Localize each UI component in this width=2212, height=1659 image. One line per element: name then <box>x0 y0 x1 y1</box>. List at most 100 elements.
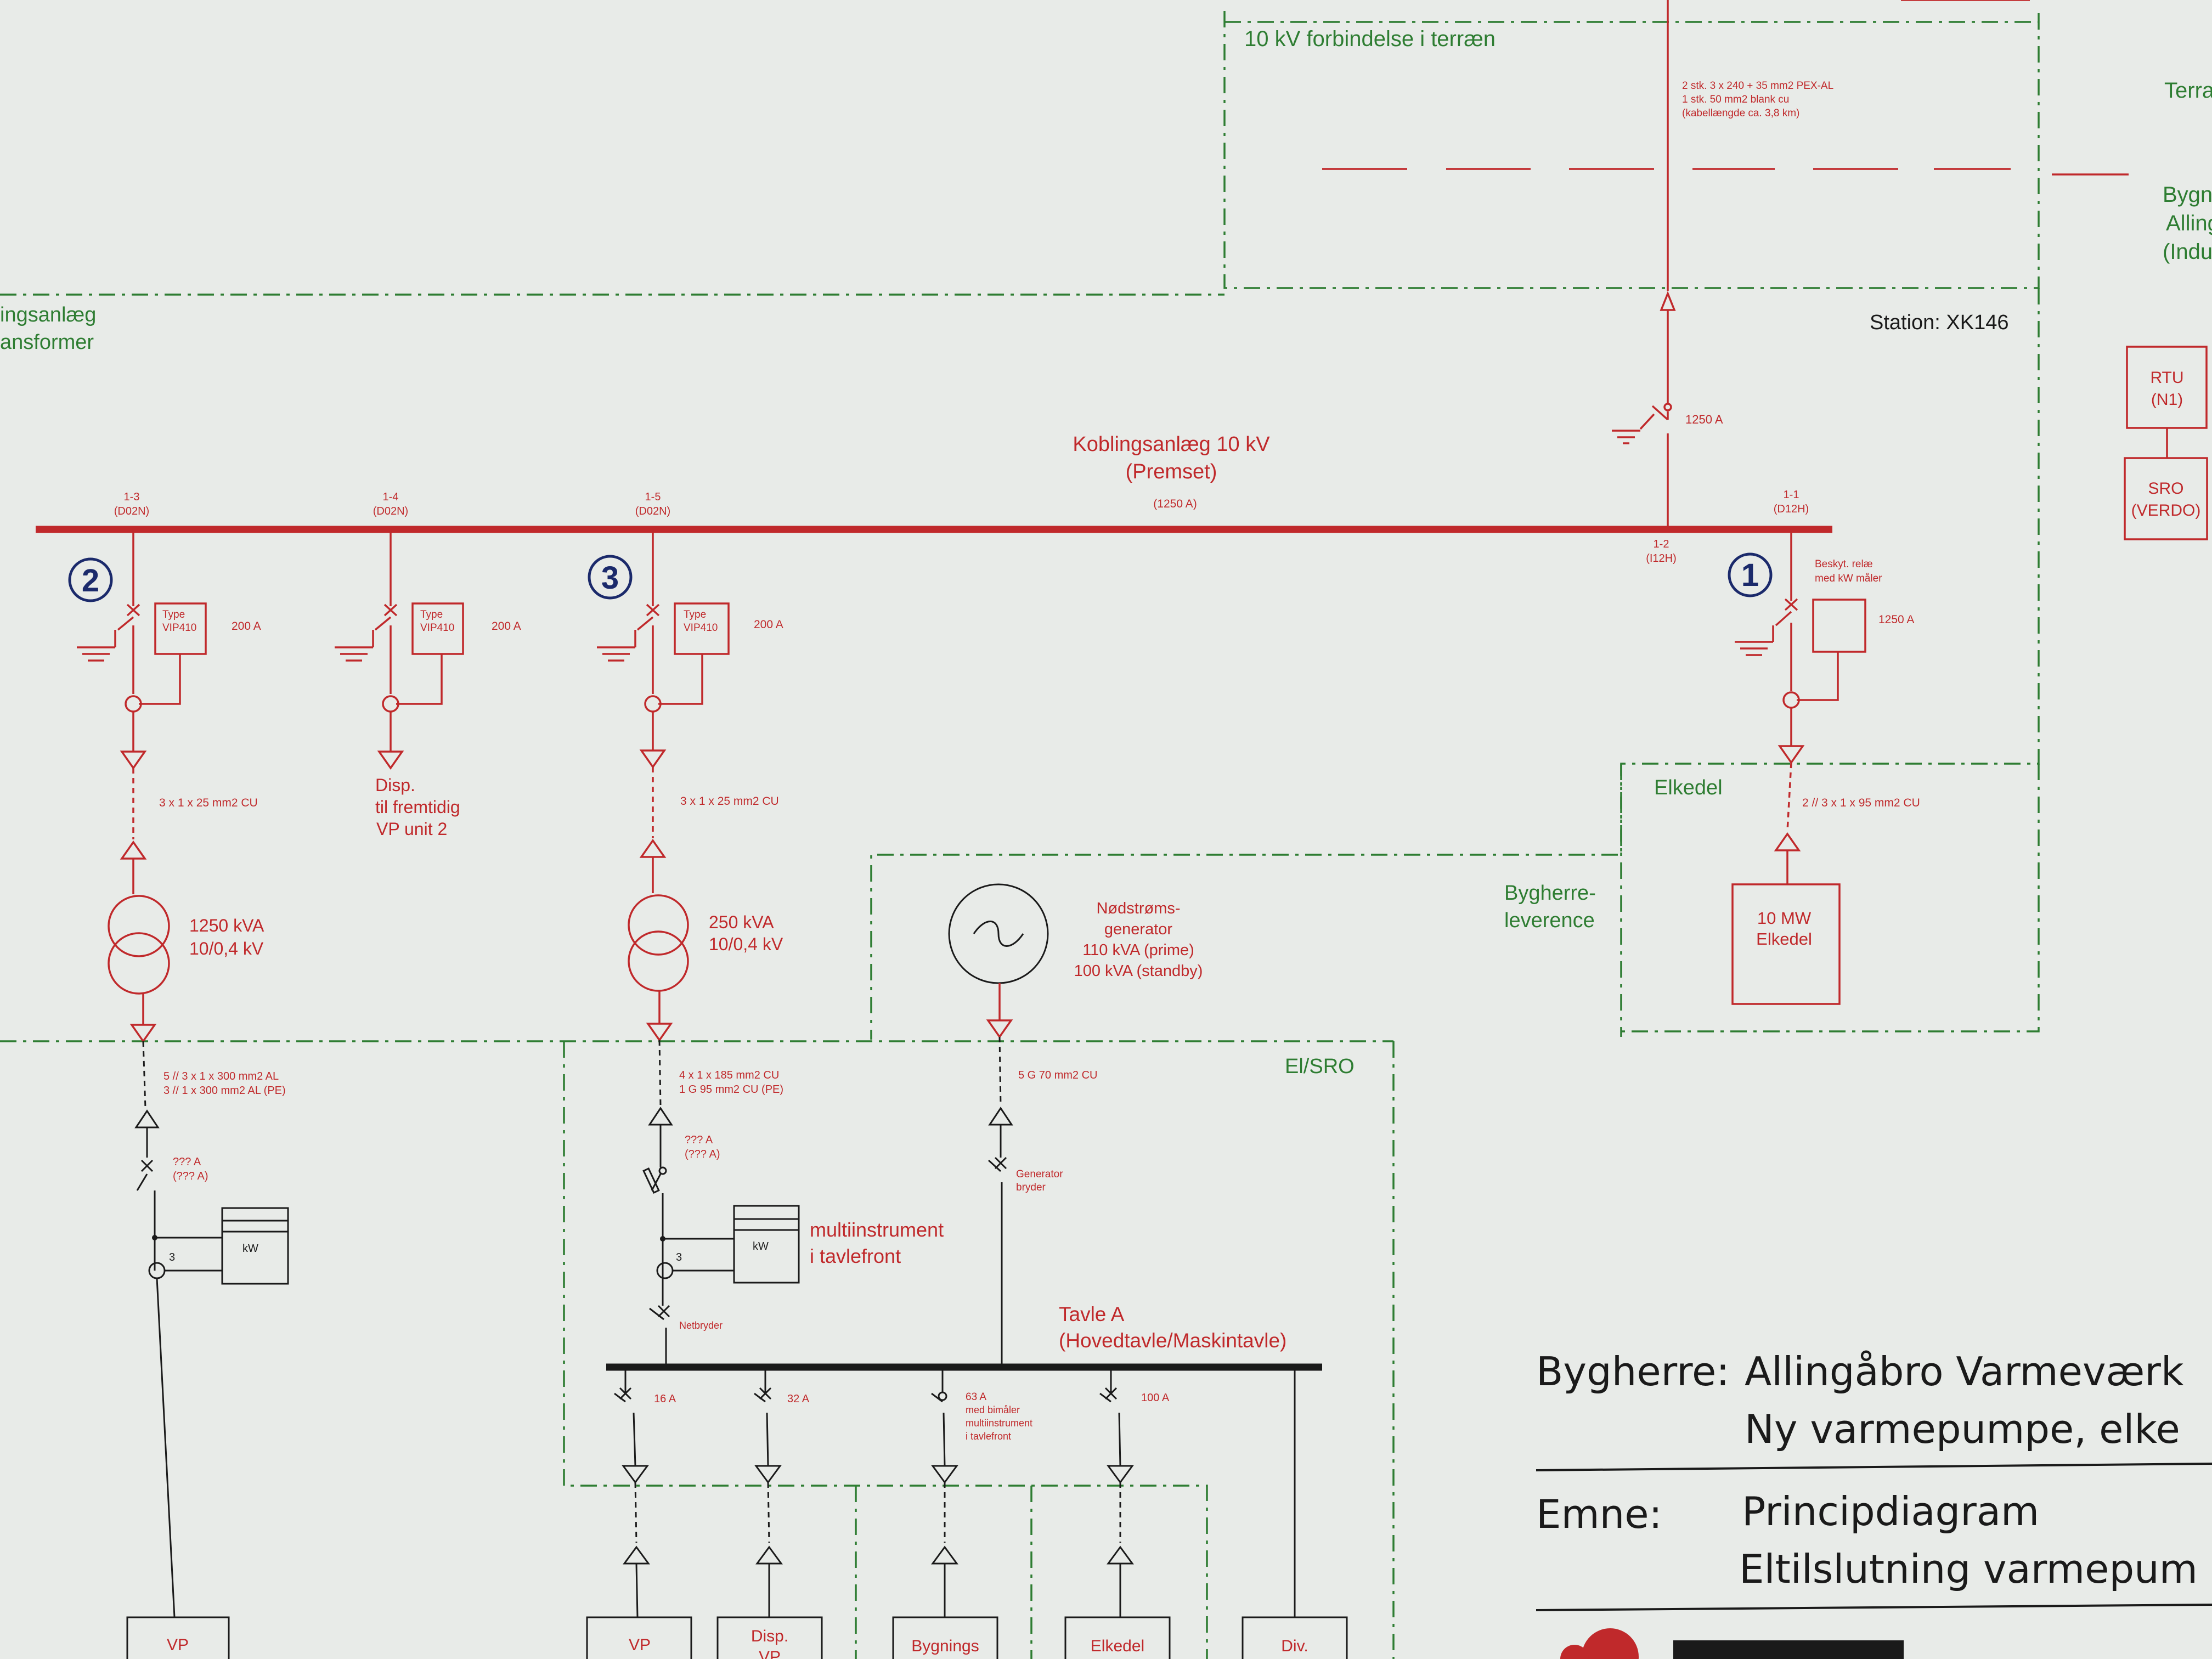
rtu-line-1: RTU <box>2150 369 2183 387</box>
tavle-a-subtitle: (Hovedtavle/Maskintavle) <box>1059 1329 1286 1352</box>
zone-koblingsanlaeg-line-1: ingsanlæg <box>0 303 96 326</box>
feeder-1-3-transformer-ratio: 10/0,4 kV <box>189 939 264 958</box>
feeder-1-1-relay-note-line-2: med kW måler <box>1815 573 1882 584</box>
titleblock-bygherre-value: Allingåbro Varmeværk <box>1745 1348 2184 1395</box>
incoming-rating: 1250 A <box>1685 413 1723 426</box>
outgoing-2-rating: 32 A <box>787 1393 810 1405</box>
feeder-1-3-meter-n: 3 <box>169 1251 175 1263</box>
feeder-1-4-relay-line-1: Type <box>420 609 443 620</box>
feeder-1-5-transformer-rating: 250 kVA <box>709 912 774 932</box>
generator <box>948 883 1049 1366</box>
feeder-1-4-type: (D02N) <box>373 505 408 517</box>
load-vp-1: VP <box>167 1636 189 1654</box>
outgoing-4-rating: 100 A <box>1141 1392 1170 1404</box>
feeder-1-5-transformer-ratio: 10/0,4 kV <box>709 934 783 954</box>
zone-elsro-label: El/SRO <box>1285 1055 1355 1078</box>
feeder-1-3 <box>77 529 289 1659</box>
zone-bygherre-line-1: Bygherre- <box>1504 882 1596 905</box>
generator-label-line-2: generator <box>1104 921 1172 938</box>
cable-terrain-line-2: 1 stk. 50 mm2 blank cu <box>1682 94 1789 105</box>
zone-terrain-label: Terra <box>2164 78 2212 103</box>
feeder-1-3-relay-line-1: Type <box>162 609 185 620</box>
feeder-1-1-relay-note-line-1: Beskyt. relæ <box>1815 558 1873 570</box>
multiinstrument-line-1: multiinstrument <box>810 1218 944 1241</box>
feeder-1-3-transformer-rating: 1250 kVA <box>189 916 264 935</box>
zone-elkedel-label: Elkedel <box>1654 776 1723 799</box>
labels: 10 kV forbindelse i terræn Terra Bygn Al… <box>0 27 2212 1659</box>
zone-bygherre-line-2: leverence <box>1504 909 1595 932</box>
outgoing-1-rating: 16 A <box>654 1393 676 1405</box>
feeder-1-4-rating: 200 A <box>492 620 521 633</box>
zone-connection-label: 10 kV forbindelse i terræn <box>1244 27 1496 51</box>
load-elkedel: Elkedel <box>1091 1637 1144 1655</box>
feeder-1-4-code: 1-4 <box>383 491 399 503</box>
feeder-1-5-meter-n: 3 <box>676 1251 682 1263</box>
incoming-type: (I12H) <box>1646 552 1677 565</box>
zone-bygn-line-1: Bygn <box>2163 183 2212 207</box>
feeder-1-3-lv-cable-line-1: 5 // 3 x 1 x 300 mm2 AL <box>163 1070 279 1082</box>
feeder-1-5 <box>597 529 800 1366</box>
feeder-1-1-code: 1-1 <box>1784 489 1799 501</box>
outgoing-feeders <box>586 1367 1348 1659</box>
outgoing-3-note-line-2: multiinstrument <box>966 1418 1032 1429</box>
outgoing-3-note-line-3: i tavlefront <box>966 1431 1011 1442</box>
titleblock-bygherre-line-2: Ny varmepumpe, elke <box>1745 1406 2180 1452</box>
busbar-subtitle: (Premset) <box>1126 460 1217 483</box>
feeder-1-4 <box>335 529 464 770</box>
titleblock-emne-line-2: Eltilslutning varmepum <box>1739 1546 2198 1592</box>
feeder-1-4-note-line-2: til fremtidig <box>375 797 460 817</box>
incoming-code: 1-2 <box>1654 538 1669 550</box>
netbryder-label: Netbryder <box>679 1320 723 1331</box>
feeder-1-3-code: 1-3 <box>124 491 140 503</box>
feeder-1-4-note-line-1: Disp. <box>375 775 415 795</box>
feeder-1-3-cable: 3 x 1 x 25 mm2 CU <box>159 797 258 809</box>
feeder-1-5-breaker-line-2: (??? A) <box>685 1148 720 1160</box>
load-div: Div. <box>1281 1637 1308 1655</box>
rtu-sro <box>2124 346 2208 540</box>
load-disp-vp-line-2: VP <box>759 1648 781 1659</box>
titleblock-emne-label: Emne: <box>1536 1491 1662 1537</box>
feeder-1-5-cable: 3 x 1 x 25 mm2 CU <box>680 795 779 808</box>
feeder-1-5-lv-cable-line-1: 4 x 1 x 185 mm2 CU <box>679 1069 779 1081</box>
load-vp-2-line-1: VP <box>629 1636 651 1654</box>
feeder-1-3-lv-cable-line-2: 3 // 1 x 300 mm2 AL (PE) <box>163 1085 286 1097</box>
feeder-1-5-breaker-line-1: ??? A <box>685 1134 713 1146</box>
feeder-1-4-relay-line-2: VIP410 <box>420 622 454 634</box>
feeder-1-3-relay-line-2: VIP410 <box>162 622 196 634</box>
feeder-marker-3: 3 <box>601 560 619 596</box>
feeder-1-5-meter-label: kW <box>753 1240 769 1252</box>
feeder-1-1-type: (D12H) <box>1774 503 1809 515</box>
feeder-1-1-rating: 1250 A <box>1878 613 1914 626</box>
station-label: Station: XK146 <box>1870 311 2009 334</box>
cable-terrain-line-3: (kabellængde ca. 3,8 km) <box>1682 108 1799 119</box>
busbar-title: Koblingsanlæg 10 kV <box>1073 433 1270 456</box>
feeder-1-3-breaker-line-2: (??? A) <box>173 1170 208 1182</box>
feeder-marker-1: 1 <box>1741 557 1759 593</box>
feeder-markers <box>68 552 1773 602</box>
feeder-marker-2: 2 <box>82 563 99 599</box>
feeder-1-5-code: 1-5 <box>645 491 661 503</box>
title-block-frame <box>1536 1463 2212 1659</box>
outgoing-3-rating: 63 A <box>966 1391 986 1403</box>
titleblock-emne-value: Principdiagram <box>1742 1488 2039 1534</box>
feeder-1-5-type: (D02N) <box>635 505 670 517</box>
generator-cable: 5 G 70 mm2 CU <box>1018 1069 1097 1081</box>
feeder-1-3-meter-label: kW <box>242 1243 258 1255</box>
feeder-1-5-rating: 200 A <box>754 618 783 631</box>
feeder-1-3-type: (D02N) <box>114 505 149 517</box>
generator-label-line-3: 110 kVA (prime) <box>1082 941 1194 959</box>
zone-bygn-line-3: (Indu <box>2163 240 2212 264</box>
titleblock-bygherre-label: Bygherre: <box>1536 1348 1730 1395</box>
generator-label-line-4: 100 kVA (standby) <box>1074 962 1203 980</box>
busbar-rating: (1250 A) <box>1153 498 1197 510</box>
rtu-line-2: (N1) <box>2151 391 2183 409</box>
tavle-a-title: Tavle A <box>1059 1303 1125 1325</box>
load-bygnings: Bygnings <box>911 1637 979 1655</box>
cable-terrain-line-1: 2 stk. 3 x 240 + 35 mm2 PEX-AL <box>1682 80 1833 92</box>
feeder-1-3-breaker-line-1: ??? A <box>173 1156 201 1168</box>
generator-breaker-line-2: bryder <box>1016 1182 1046 1193</box>
zone-bygn-line-2: Alling <box>2166 211 2212 235</box>
sro-line-1: SRO <box>2148 479 2183 498</box>
load-disp-vp-line-1: Disp. <box>751 1627 788 1645</box>
